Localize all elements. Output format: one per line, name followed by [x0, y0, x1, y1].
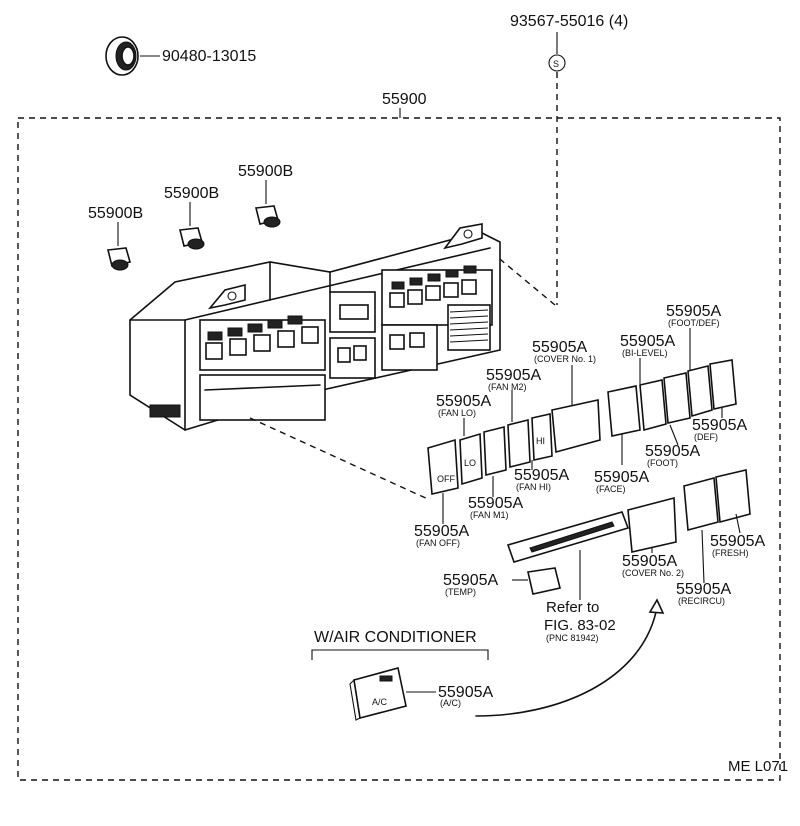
cover-no1: [551, 399, 601, 454]
fresh-label: 55905A: [710, 533, 765, 550]
recircu-button: [683, 476, 719, 532]
bi-level-label: 55905A: [620, 333, 675, 350]
fan-off-label: 55905A: [414, 523, 469, 540]
fan-hi-sub: (FAN HI): [516, 482, 551, 492]
fan-m1-sub: (FAN M1): [470, 510, 509, 520]
air-intake-switches: [683, 469, 751, 532]
callout-labels: 55905A (COVER No. 1) 55905A (FAN M2) 559…: [414, 303, 765, 643]
fresh-sub: (FRESH): [712, 548, 749, 558]
assembly-part-number: 55900: [382, 91, 427, 108]
face-button: [607, 385, 641, 437]
screw-symbol: S: [553, 59, 559, 69]
face-sub: (FACE): [596, 484, 626, 494]
bulb-3-label: 55900B: [238, 163, 293, 180]
foot-def-button: [687, 364, 713, 418]
fan-lo-label: 55905A: [436, 393, 491, 410]
fan-lo-glyph: LO: [464, 458, 476, 468]
refer-line2: FIG. 83-02: [544, 617, 616, 634]
foot-def-label: 55905A: [666, 303, 721, 320]
knob: 90480-13015: [105, 36, 256, 76]
fan-hi-label: 55905A: [514, 467, 569, 484]
fan-m2-label: 55905A: [486, 367, 541, 384]
temp-lever: [506, 511, 630, 563]
fan-off-button: [427, 438, 459, 495]
cover2-sub: (COVER No. 2): [622, 568, 684, 578]
recircu-label: 55905A: [676, 581, 731, 598]
assembly-frame: [17, 108, 781, 781]
fan-off-sub: (FAN OFF): [416, 538, 460, 548]
def-label: 55905A: [692, 417, 747, 434]
vent-grille: [447, 304, 491, 351]
knob-part-number: 90480-13015: [162, 48, 256, 65]
temp-label: 55905A: [443, 572, 498, 589]
ac-label: 55905A: [438, 684, 493, 701]
foot-label: 55905A: [645, 443, 700, 460]
recircu-sub: (RECIRCU): [678, 596, 725, 606]
fan-hi-glyph: HI: [536, 436, 545, 446]
def-button: [709, 359, 737, 410]
bulb-3: 55900B: [238, 163, 293, 228]
cover2-label: 55905A: [622, 553, 677, 570]
ac-option: W/AIR CONDITIONER A/C 55905A (A/C): [311, 598, 665, 721]
cover1-sub: (COVER No. 1): [534, 354, 596, 364]
ac-option-title: W/AIR CONDITIONER: [314, 629, 477, 646]
fan-lo-button: [459, 432, 483, 486]
face-label: 55905A: [594, 469, 649, 486]
ac-glyph: A/C: [372, 697, 388, 707]
bulb-2-label: 55900B: [164, 185, 219, 202]
figure-code: ME L071: [728, 758, 788, 775]
fan-off-glyph: OFF: [437, 474, 455, 484]
mode-switch-row: [607, 359, 737, 437]
fan-m1-button: [483, 425, 507, 477]
refer-line1: Refer to: [546, 599, 599, 616]
fan-m2-button: [507, 418, 531, 469]
def-sub: (DEF): [694, 432, 718, 442]
screw-part-number: 93567-55016 (4): [510, 13, 628, 30]
fan-lo-sub: (FAN LO): [438, 408, 476, 418]
fan-hi-button: [531, 413, 553, 461]
foot-def-sub: (FOOT/DEF): [668, 318, 720, 328]
bulb-1-label: 55900B: [88, 205, 143, 222]
screw-callout: 93567-55016 (4) S: [494, 13, 628, 306]
bulb-1: 55900B: [88, 205, 143, 271]
temp-sub: (TEMP): [445, 587, 476, 597]
control-unit-housing: [129, 223, 501, 431]
temp-knob: [527, 567, 561, 595]
bi-level-sub: (BI-LEVEL): [622, 348, 668, 358]
left-button-grid: [205, 315, 319, 360]
right-button-grid: [389, 265, 477, 308]
bulb-2: 55900B: [164, 185, 219, 250]
bi-level-button: [639, 379, 667, 432]
fan-m2-sub: (FAN M2): [488, 382, 527, 392]
ac-sub: (A/C): [440, 698, 461, 708]
refer-line3: (PNC 81942): [546, 633, 599, 643]
fan-switch-row: OFF LO HI: [427, 413, 553, 495]
fresh-button: [715, 469, 751, 524]
fan-m1-label: 55905A: [468, 495, 523, 512]
foot-button: [663, 372, 691, 424]
cover1-label: 55905A: [532, 339, 587, 356]
foot-sub: (FOOT): [647, 458, 678, 468]
cover-no2: [627, 496, 677, 553]
leader-lines: [442, 328, 741, 600]
